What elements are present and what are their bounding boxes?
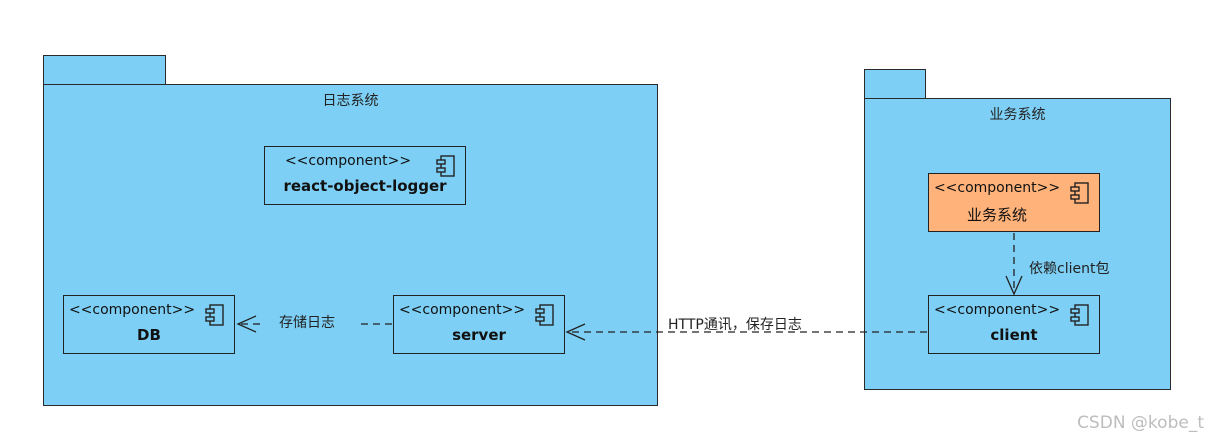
log-system-package[interactable]: 日志系统	[43, 84, 658, 406]
db-component[interactable]: <<component>> DB	[63, 295, 235, 354]
business-system-package[interactable]: 业务系统	[864, 98, 1171, 390]
business-system-package-tab	[864, 69, 926, 100]
component-name: 业务系统	[966, 206, 1027, 224]
log-system-package-title: 日志系统	[322, 93, 379, 109]
component-stereotype: <<component>>	[398, 302, 526, 318]
business-system-component[interactable]: <<component>> 业务系统	[928, 173, 1100, 232]
business-client-arrowhead	[1005, 275, 1023, 296]
component-icon	[1070, 304, 1089, 326]
component-icon	[205, 304, 224, 326]
component-stereotype: <<component>>	[933, 180, 1061, 196]
server-db-arrowhead	[236, 315, 257, 333]
client-server-relation-label: HTTP通讯，保存日志	[668, 317, 802, 333]
business-system-package-title: 业务系统	[989, 107, 1046, 123]
watermark: CSDN @kobe_t	[1077, 413, 1204, 433]
component-stereotype: <<component>>	[284, 153, 412, 169]
component-name: DB	[137, 326, 161, 344]
component-icon	[436, 155, 455, 177]
business-client-relation-label: 依赖client包	[1029, 261, 1110, 277]
server-db-relation-label: 存储日志	[279, 315, 335, 331]
react-object-logger-component[interactable]: <<component>> react-object-logger	[264, 146, 466, 205]
component-name: client	[990, 326, 1038, 344]
component-name: react-object-logger	[283, 177, 447, 195]
component-icon	[535, 304, 554, 326]
component-stereotype: <<component>>	[68, 302, 196, 318]
component-icon	[1070, 182, 1089, 204]
server-component[interactable]: <<component>> server	[393, 295, 565, 354]
component-stereotype: <<component>>	[933, 302, 1061, 318]
client-server-arrowhead	[565, 323, 586, 341]
component-name: server	[452, 326, 506, 344]
